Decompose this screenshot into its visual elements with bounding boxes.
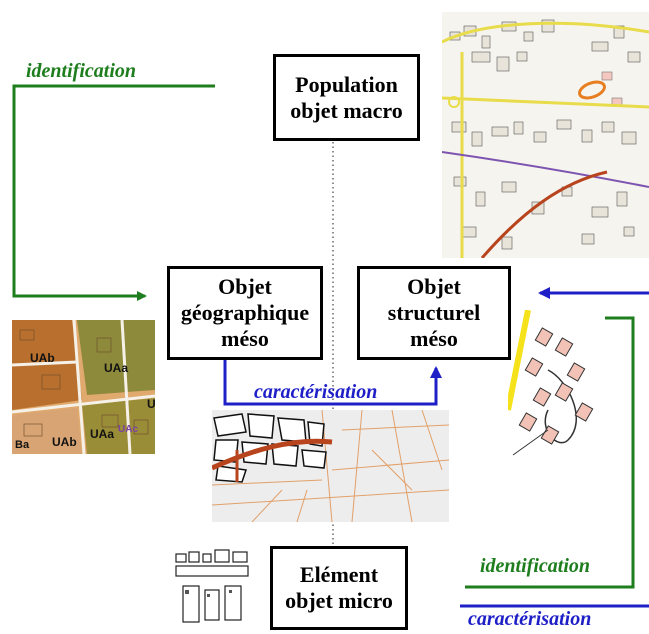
macro-map-image: [442, 12, 649, 258]
objet-structurel-box: Objet structurel méso: [357, 266, 511, 360]
element-micro-box: Elément objet micro: [270, 546, 408, 630]
zoning-map-drawing: UAb UAa UAb UAa UAc Ba U: [12, 320, 155, 454]
structural-drawing: [508, 310, 605, 460]
macro-map-drawing: [442, 12, 649, 258]
objet-geographique-line-1: Objet: [218, 274, 272, 299]
element-micro-line-2: objet micro: [285, 588, 393, 613]
zoning-label-uab-2: UAb: [52, 435, 77, 449]
road-network-image: [212, 410, 449, 522]
zoning-label-u: U: [147, 397, 155, 411]
caracterisation-label-mid: caractérisation: [254, 381, 378, 403]
zoning-label-uab-1: UAb: [30, 351, 55, 365]
micro-element-drawing: [173, 548, 253, 628]
identification-label-top: identification: [26, 60, 136, 82]
population-macro-line-1: Population: [295, 71, 398, 97]
objet-geographique-line-2: géographique: [180, 300, 310, 325]
road-network-drawing: [212, 410, 449, 522]
micro-element-image: [173, 548, 253, 628]
zoning-label-uaa-1: UAa: [104, 361, 128, 375]
element-micro-line-1: Elément: [299, 562, 379, 587]
identification-label-bottom: identification: [480, 555, 590, 577]
caracterisation-label-bottom: caractérisation: [468, 608, 592, 630]
population-macro-box: Population objet macro: [273, 54, 420, 141]
objet-structurel-line-3: méso: [410, 326, 458, 351]
population-macro-line-2: objet macro: [290, 97, 403, 123]
zoning-map-image: UAb UAa UAb UAa UAc Ba U: [12, 320, 155, 454]
objet-geographique-box: Objet géographique méso: [167, 266, 323, 360]
zoning-label-uac: UAc: [118, 424, 138, 435]
identification-arrow-top: [12, 84, 215, 301]
objet-structurel-line-1: Objet: [407, 274, 461, 299]
zoning-label-ba: Ba: [15, 439, 30, 451]
caracterisation-arrow-mid: [223, 358, 442, 406]
structural-image: [508, 310, 605, 460]
objet-geographique-line-3: méso: [221, 326, 269, 351]
zoning-label-uaa-2: UAa: [90, 427, 114, 441]
objet-structurel-line-2: structurel: [387, 300, 481, 325]
